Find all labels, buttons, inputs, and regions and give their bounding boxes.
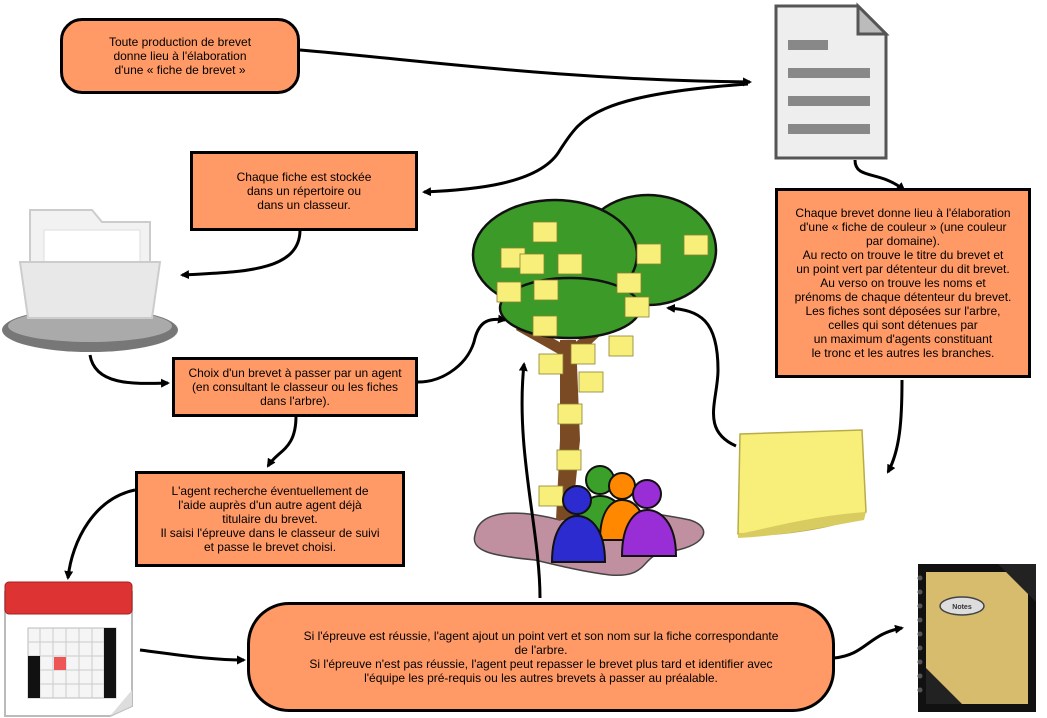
box-choix: Choix d'un brevet à passer par un agent … [172,357,418,417]
arrow-choix-to-aide [266,415,298,468]
arrow-note-to-tree [666,303,737,448]
folder-icon [2,209,178,352]
calendar-icon [4,581,133,717]
arrow-couleur-to-note [886,379,904,474]
box-aide: L'agent recherche éventuellement de l'ai… [135,471,405,567]
people-icon [550,465,678,563]
arrow-production-to-document [299,48,752,87]
box-production: Toute production de brevet donne lieu à … [60,18,300,94]
box-couleur: Chaque brevet donne lieu à l'élaboration… [775,188,1031,378]
arrow-document-to-couleur [853,159,906,192]
flow-arrows [64,48,906,665]
notebook-label: Notes [952,604,972,611]
box-stockage: Chaque fiche est stockée dans un réperto… [190,151,418,231]
arrow-calendar-to-epreuve [139,648,246,665]
sticky-note-icon [737,429,867,538]
box-epreuve: Si l'épreuve est réussie, l'agent ajout … [247,602,835,712]
arrow-epreuve-to-tree [518,362,542,599]
arrow-aide-to-calendar [64,488,136,580]
arrow-tree-to-choix [417,314,507,384]
arrow-epreuve-to-notebook [833,624,904,660]
arrow-folder-to-choix [88,354,170,388]
document-icon [774,2,890,160]
notebook-icon: Notes [917,564,1036,712]
arrow-document-to-stockage [422,82,749,197]
arrow-stockage-to-folder [180,229,302,280]
